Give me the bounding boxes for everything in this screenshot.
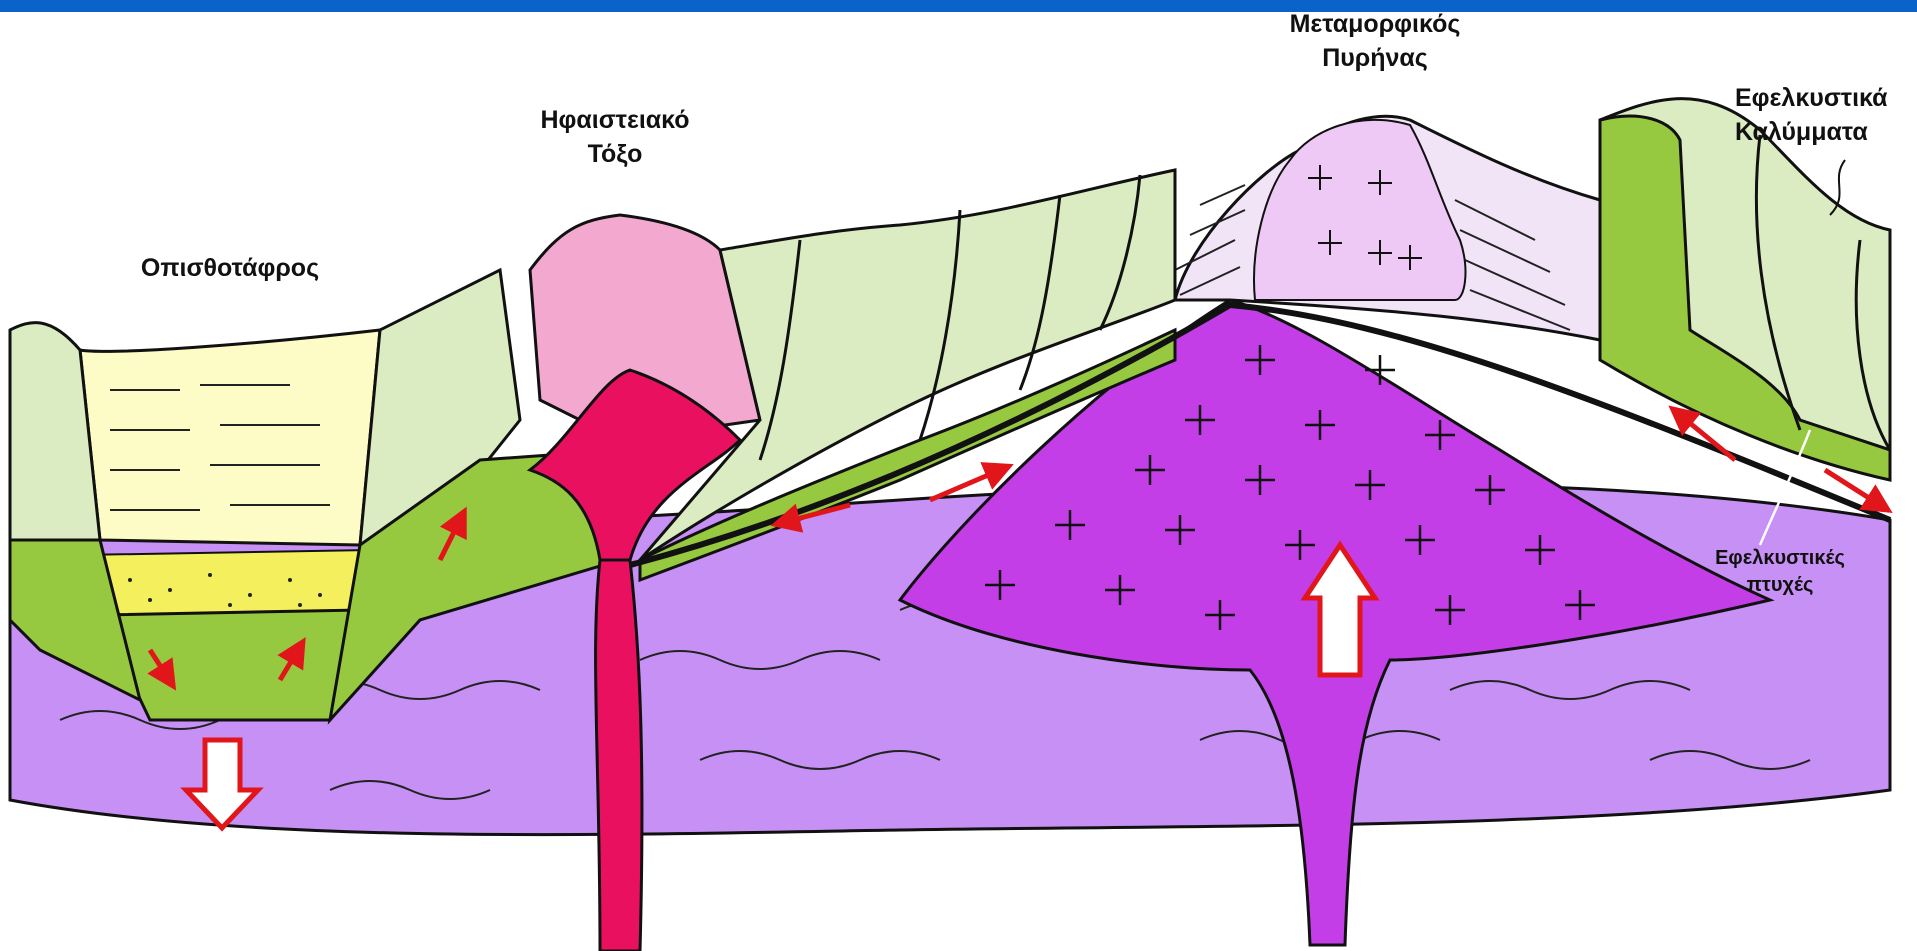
metamorphic-core-label: Μεταμορφικός Πυρήνας	[1245, 8, 1505, 76]
magma-conduit	[596, 560, 642, 951]
extensional-nappes-label: Εφελκυστικά Καλύμματα	[1735, 82, 1917, 150]
extensional-folds-label: Εφελκυστικές πτυχές	[1700, 545, 1860, 599]
volcanic-arc-label: Ηφαιστειακό Τόξο	[515, 104, 715, 172]
yellow-sediment	[80, 550, 370, 615]
back-arc-basin-fill	[80, 330, 380, 545]
back-arc-basin-label: Οπισθοτάφρος	[120, 252, 340, 286]
